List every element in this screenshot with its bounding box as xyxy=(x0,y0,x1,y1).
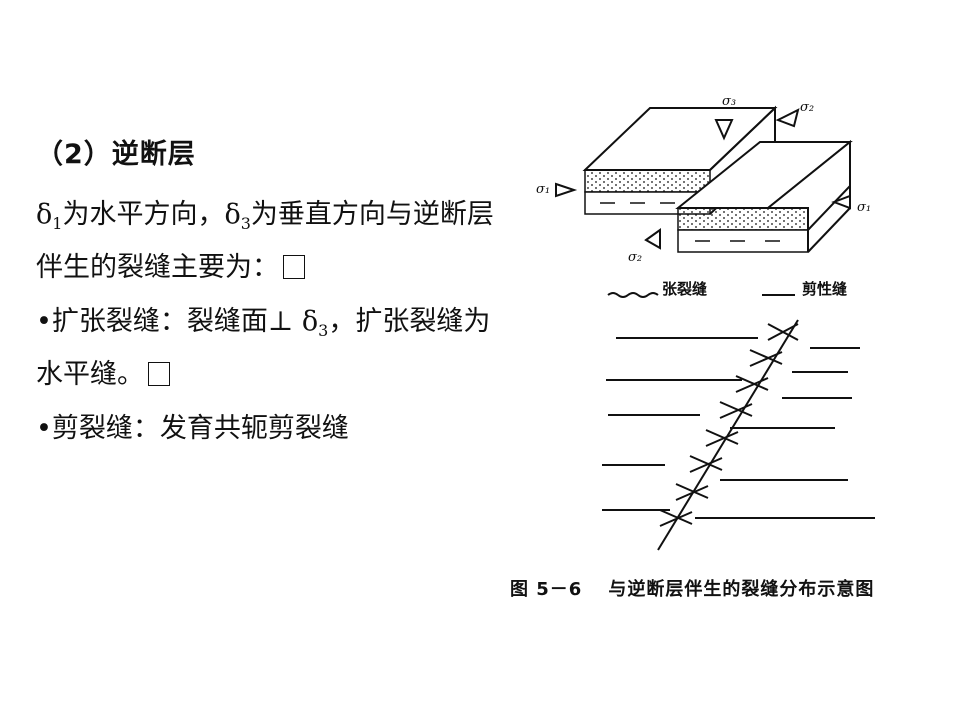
placeholder-box-icon xyxy=(283,255,305,279)
sigma1-right-label: σ₁ xyxy=(857,200,872,215)
placeholder-box-icon xyxy=(148,362,170,386)
section-heading: （2）逆断层 xyxy=(36,139,196,170)
fracture-pattern xyxy=(602,319,875,551)
figure-caption-text: 与逆断层伴生的裂缝分布示意图 xyxy=(608,579,875,600)
delta-symbol: δ xyxy=(36,199,53,230)
tension-legend-line xyxy=(607,292,659,298)
sigma2-bottom-arrow-icon xyxy=(644,228,661,250)
sigma1-left-arrow-icon xyxy=(555,182,578,198)
sigma1-right-arrow-icon xyxy=(831,194,851,210)
shear-fracture-legend: 剪性缝 xyxy=(802,280,848,298)
bullet-shear-fracture: •剪裂缝：发育共轭剪裂缝 xyxy=(36,413,349,444)
figure-number: 图 5－6 xyxy=(510,579,583,600)
sigma2-bottom-label: σ₂ xyxy=(628,250,643,265)
sigma3-arrow-icon xyxy=(714,119,734,141)
para-text-mid: 为水平方向，δ xyxy=(62,199,241,230)
sigma2-top-arrow-icon xyxy=(775,108,800,128)
subscript-1: 1 xyxy=(52,214,63,233)
bullet-extension-fracture: •扩张裂缝：裂缝面⊥ δ3，扩张裂缝为水平缝。 xyxy=(36,300,506,397)
subscript-3: 3 xyxy=(240,214,251,233)
sigma1-left-label: σ₁ xyxy=(536,182,551,197)
tension-fracture-legend: 张裂缝 xyxy=(662,280,708,298)
stress-description: δ1为水平方向，δ3为垂直方向与逆断层伴生的裂缝主要为： xyxy=(36,193,506,290)
sigma3-label: σ₃ xyxy=(722,94,737,109)
subscript-3b: 3 xyxy=(318,321,329,340)
bullet-text-end: ，扩张裂缝为水平缝。 xyxy=(36,306,491,390)
slide-text: （2）逆断层 δ1为水平方向，δ3为垂直方向与逆断层伴生的裂缝主要为： •扩张裂… xyxy=(36,118,506,461)
figure-caption: 图 5－6 与逆断层伴生的裂缝分布示意图 xyxy=(510,575,930,601)
footwall-block xyxy=(675,139,853,253)
para-text-end: 为垂直方向与逆断层伴生的裂缝主要为： xyxy=(36,199,494,283)
fault-fracture-diagram xyxy=(555,105,875,551)
sigma2-top-label: σ₂ xyxy=(800,100,815,115)
bullet-text-start: •扩张裂缝：裂缝面⊥ δ xyxy=(36,306,319,337)
